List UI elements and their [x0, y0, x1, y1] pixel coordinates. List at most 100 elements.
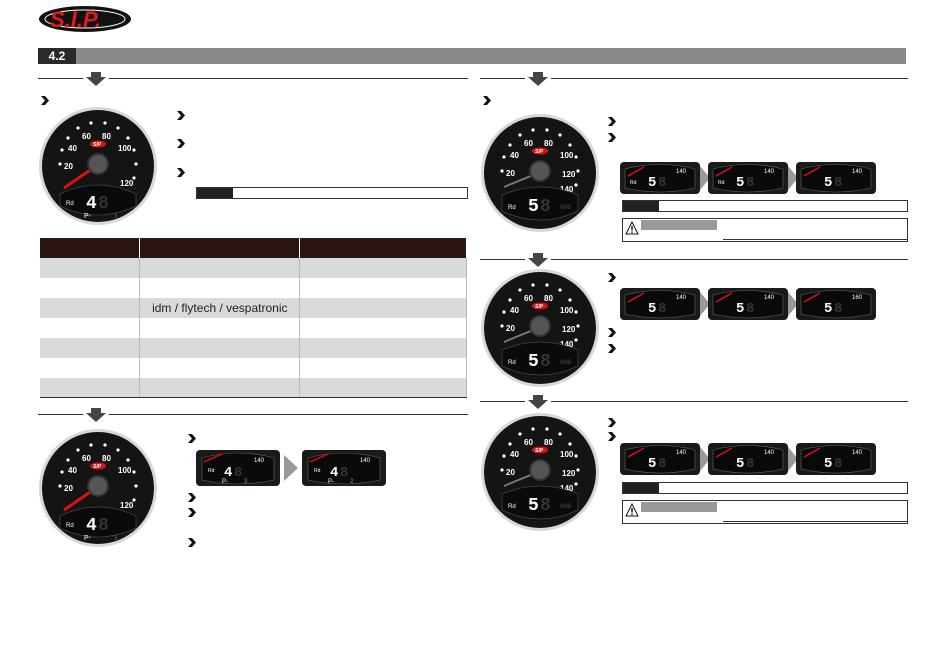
speedometer-gauge: 20 40 60 80 100 120 140 SIP Rd 4 8 P- 3: [39, 429, 157, 547]
svg-text:60: 60: [524, 294, 533, 303]
svg-text:40: 40: [68, 144, 77, 153]
svg-text:8: 8: [540, 496, 551, 516]
svg-text:000: 000: [560, 204, 571, 211]
svg-text:100: 100: [118, 466, 132, 475]
svg-text:100: 100: [560, 151, 574, 160]
chevron-right-icon: [483, 96, 491, 105]
svg-text:8: 8: [746, 456, 754, 472]
note-tag: [623, 483, 659, 493]
svg-text:20: 20: [506, 468, 515, 477]
svg-text:80: 80: [544, 438, 553, 447]
arrow-right-icon: [700, 166, 710, 190]
svg-text:Rd: Rd: [508, 504, 516, 510]
svg-text:SIP: SIP: [535, 304, 544, 310]
section-header-bar: 4.2: [38, 48, 906, 64]
svg-text:140: 140: [560, 185, 574, 194]
svg-text:8: 8: [834, 456, 842, 472]
chevron-right-icon: [608, 344, 616, 353]
svg-text:120: 120: [562, 170, 576, 179]
svg-text:80: 80: [102, 454, 111, 463]
chevron-right-icon: [188, 538, 196, 547]
svg-text:8: 8: [746, 175, 754, 191]
svg-text:5: 5: [648, 301, 656, 317]
warning-box: [622, 500, 908, 524]
svg-text:Rd: Rd: [66, 201, 74, 207]
svg-text:20: 20: [506, 169, 515, 178]
display-screen-p3: 140 Rd 4 8 P- 3: [196, 450, 280, 486]
svg-text:5: 5: [824, 301, 832, 317]
table-row: [40, 378, 467, 398]
svg-text:8: 8: [834, 301, 842, 317]
chevron-right-icon: [177, 168, 185, 177]
svg-text:40: 40: [510, 151, 519, 160]
svg-text:100: 100: [118, 144, 132, 153]
svg-text:SIP: SIP: [535, 149, 544, 155]
step-divider: [480, 78, 908, 79]
svg-text:8: 8: [746, 301, 754, 317]
svg-text:60: 60: [524, 139, 533, 148]
svg-text:140: 140: [560, 340, 574, 349]
svg-text:2: 2: [350, 479, 354, 485]
arrow-right-icon: [788, 292, 798, 316]
arrow-right-icon: [788, 447, 798, 471]
settings-table: idm / flytech / vespatronic: [40, 238, 467, 398]
display-screen: 140 5 8: [796, 443, 876, 475]
svg-text:100: 100: [560, 450, 574, 459]
note-tag: [623, 201, 659, 211]
step-divider: [38, 78, 468, 79]
svg-text:8: 8: [340, 465, 348, 481]
svg-text:3: 3: [244, 479, 248, 485]
svg-text:20: 20: [64, 484, 73, 493]
svg-text:140: 140: [254, 458, 265, 464]
arrow-right-icon: [788, 166, 798, 190]
warning-tag: [641, 502, 717, 512]
svg-text:Rd: Rd: [630, 180, 637, 186]
svg-text:4: 4: [224, 465, 232, 481]
display-screen: 140 5 8: [708, 443, 788, 475]
chevron-right-icon: [41, 96, 49, 105]
note-bar: [622, 200, 908, 212]
step-down-arrow-icon: [525, 72, 551, 86]
svg-text:140: 140: [560, 484, 574, 493]
svg-text:3: 3: [114, 536, 118, 542]
warning-triangle-icon: [625, 503, 639, 517]
svg-text:P-: P-: [328, 479, 334, 485]
svg-text:40: 40: [68, 466, 77, 475]
step-divider: [480, 401, 908, 402]
svg-text:8: 8: [658, 456, 666, 472]
svg-text:40: 40: [510, 450, 519, 459]
svg-text:60: 60: [524, 438, 533, 447]
svg-text:120: 120: [120, 179, 134, 188]
svg-text:SIP: SIP: [93, 464, 102, 470]
svg-text:8: 8: [658, 301, 666, 317]
chevron-right-icon: [188, 493, 196, 502]
svg-text:5: 5: [528, 197, 539, 217]
svg-text:140: 140: [764, 450, 775, 456]
svg-text:Rd: Rd: [66, 523, 74, 529]
svg-text:SIP: SIP: [93, 142, 102, 148]
svg-text:4: 4: [86, 516, 97, 536]
svg-text:140: 140: [764, 295, 775, 301]
svg-text:P-: P-: [84, 535, 92, 542]
logo-text: S.I.P.: [50, 7, 101, 32]
svg-text:140: 140: [676, 169, 687, 175]
table-row: [40, 358, 467, 378]
svg-text:80: 80: [102, 132, 111, 141]
warning-tag: [641, 220, 717, 230]
svg-text:8: 8: [98, 516, 109, 536]
svg-text:8: 8: [234, 465, 242, 481]
chevron-right-icon: [177, 111, 185, 120]
display-screen: 140 Rd 5 8: [708, 162, 788, 194]
svg-text:20: 20: [64, 162, 73, 171]
warning-box: [622, 218, 908, 242]
step-down-arrow-icon: [83, 408, 109, 422]
svg-text:8: 8: [98, 194, 109, 214]
section-number: 4.2: [38, 48, 76, 64]
warning-rule: [723, 521, 907, 522]
chevron-right-icon: [188, 508, 196, 517]
display-screen: 140 5 8: [708, 288, 788, 320]
svg-text:140: 140: [852, 450, 863, 456]
warning-triangle-icon: [625, 221, 639, 235]
svg-text:60: 60: [82, 454, 91, 463]
svg-text:5: 5: [648, 175, 656, 191]
